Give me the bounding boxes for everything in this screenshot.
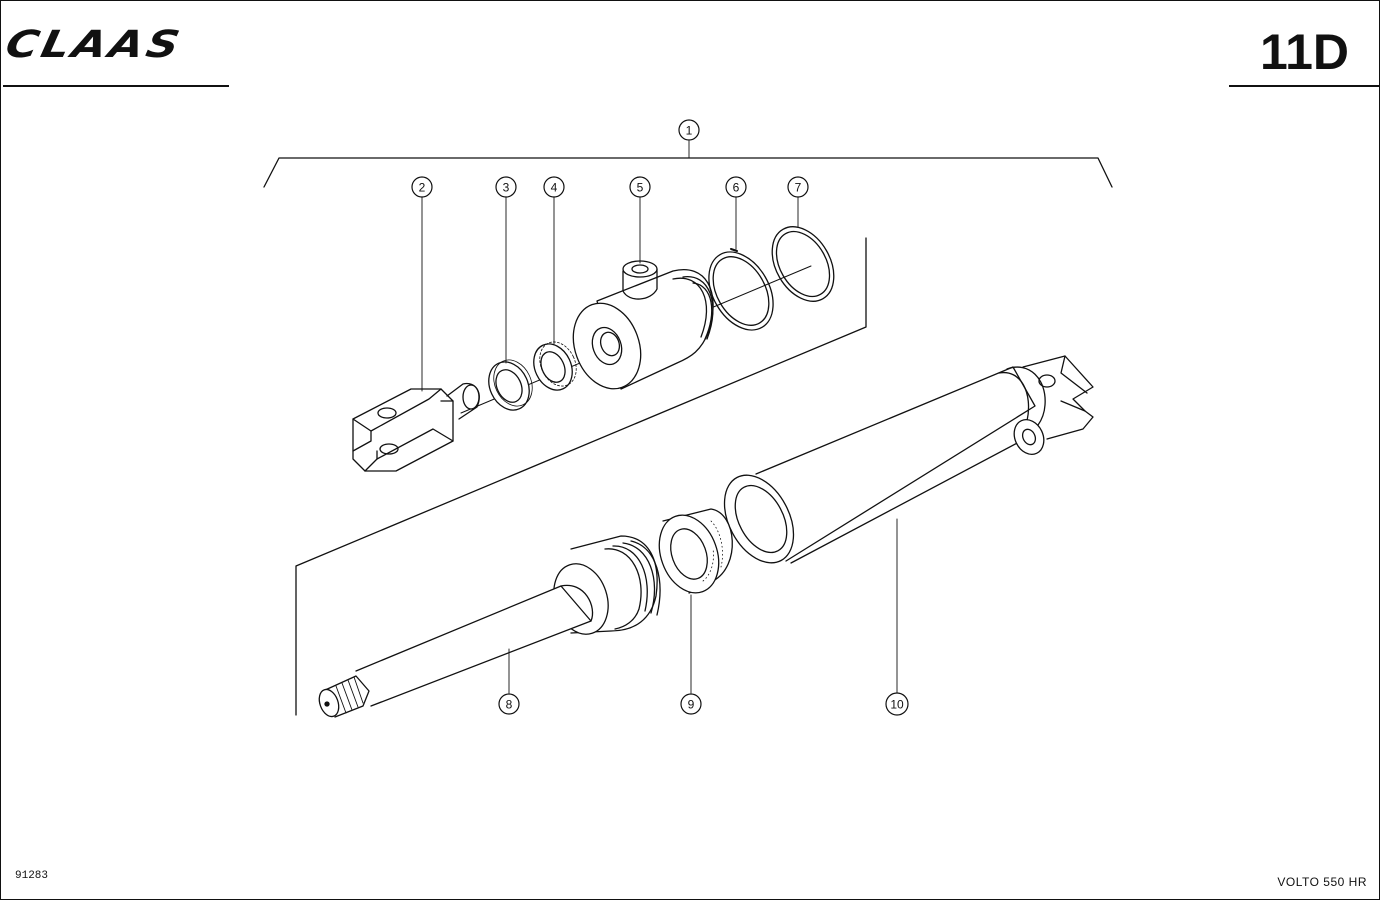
assembly-bracket xyxy=(263,157,1113,188)
callout-label: 5 xyxy=(637,181,644,195)
callout-label: 6 xyxy=(733,181,740,195)
callout-label: 7 xyxy=(795,181,802,195)
callout-label: 2 xyxy=(419,181,426,195)
guide-head-part-5 xyxy=(572,260,714,390)
callout-9: 9 xyxy=(680,693,702,715)
seal-ring-part-3 xyxy=(488,359,533,411)
circlip-part-6 xyxy=(708,248,774,331)
callout-1: 1 xyxy=(678,119,700,141)
logo-rule xyxy=(3,85,229,87)
callout-4: 4 xyxy=(543,176,565,198)
wiper-ring-part-4 xyxy=(533,341,577,391)
callout-10: 10 xyxy=(885,692,909,716)
drawing-number: 91283 xyxy=(15,870,49,882)
page-code-rule xyxy=(1229,85,1379,87)
clevis-fork-part xyxy=(352,382,480,472)
page-code: 11D xyxy=(1260,24,1349,80)
callout-3: 3 xyxy=(495,176,517,198)
callout-label: 4 xyxy=(551,181,558,195)
callout-group: 1 2 3 4 5 6 7 8 9 10 xyxy=(411,119,909,716)
callout-label: 10 xyxy=(890,698,904,712)
callout-label: 9 xyxy=(688,698,695,712)
callout-label: 1 xyxy=(686,124,693,138)
callout-label: 3 xyxy=(503,181,510,195)
callout-2: 2 xyxy=(411,176,433,198)
callout-5: 5 xyxy=(629,176,651,198)
model-label: VOLTO 550 HR xyxy=(1277,875,1367,889)
callout-7: 7 xyxy=(787,176,809,198)
cylinder-barrel-part-10 xyxy=(723,355,1094,564)
o-ring-part-7 xyxy=(771,226,835,302)
callout-6: 6 xyxy=(725,176,747,198)
callout-label: 8 xyxy=(506,698,513,712)
leader-lines xyxy=(421,140,898,694)
piston-rod-part-8 xyxy=(318,535,661,718)
piston-seal-part-9 xyxy=(658,508,733,594)
upper-group-outline xyxy=(295,237,867,716)
callout-8: 8 xyxy=(498,693,520,715)
